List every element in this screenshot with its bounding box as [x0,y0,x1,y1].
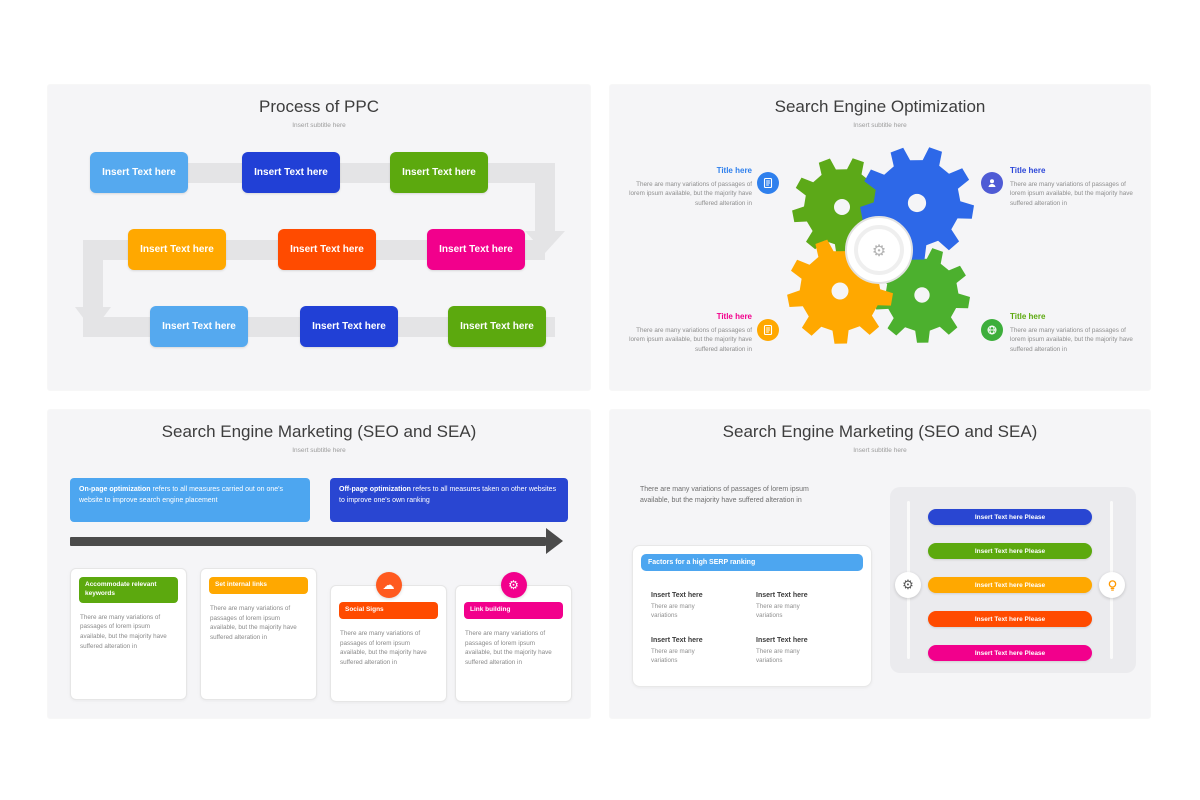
callout-title: Title here [1010,166,1046,175]
slide-title: Search Engine Marketing (SEO and SEA) [722,422,1038,441]
banner-text: refers to all measures carried out on on… [79,486,284,504]
lightbulb-icon [1099,572,1125,598]
seo-gears-graphic: ⚙ [787,147,974,344]
ppc-step-box[interactable]: Insert Text here [90,152,188,193]
slide-subtitle: Insert subtitle here [853,447,907,454]
ppc-step-box[interactable]: Insert Text here [300,306,398,347]
callout-title: Title here [716,166,752,175]
gear-hub-icon: ⚙ [872,243,886,260]
idea-icon [981,172,1003,194]
callout-title: Title here [716,312,752,321]
callout-body: There are many variations of passages of… [1010,181,1133,207]
seo-callout-top-right: Title here There are many variations of … [1010,165,1136,208]
arrow-head [546,528,563,554]
ppc-step-box[interactable]: Insert Text here [242,152,340,193]
slide-title: Process of PPC [259,97,379,116]
serp-item-title: Insert Text here [651,592,703,599]
sem-card-keywords[interactable]: Accommodate relevant keywords There are … [70,568,187,700]
serp-bars-panel: Insert Text here Please Insert Text here… [890,487,1136,673]
serp-bar[interactable]: Insert Text here Please [928,577,1092,593]
sem-card-link-building[interactable]: ⚙ Link building There are many variation… [455,572,572,702]
icon-glyph: ☁ [382,578,395,592]
banner-bold: On-page optimization [79,486,151,493]
slide-thumbnail-seo[interactable]: Search Engine Optimization Insert subtit… [610,85,1150,390]
serp-item-sub: There are many variations [756,647,800,664]
serp-item-title: Insert Text here [756,636,808,644]
callout-body: There are many variations of passages of… [629,327,752,353]
slide-subtitle: Insert subtitle here [853,122,907,129]
sem-card-internal-links[interactable]: Set internal links There are many variat… [200,568,317,700]
serp-item-sub: There are many variations [651,603,695,620]
ppc-step-box[interactable]: Insert Text here [390,152,488,193]
serp-bar[interactable]: Insert Text here Please [928,509,1092,525]
card-body: There are many variations of passages of… [80,613,167,650]
serp-item-title: Insert Text here [651,636,703,644]
onpage-banner: On-page optimization refers to all measu… [70,478,310,522]
slide-subtitle: Insert subtitle here [292,447,346,454]
ppc-step-box[interactable]: Insert Text here [448,306,546,347]
ppc-step-box[interactable]: Insert Text here [278,229,376,270]
offpage-banner: Off-page optimization refers to all meas… [330,478,568,522]
card-header: Social Signs [339,602,438,619]
seo-callout-bottom-left: Title here There are many variations of … [628,311,752,354]
serp-item: Insert Text here There are many variatio… [651,592,756,621]
cloud-icon: ☁ [375,572,402,598]
banner-text: refers to all measures taken on other we… [339,486,557,504]
slide-subtitle: Insert subtitle here [292,122,346,129]
sem-card-social-signs[interactable]: ☁ Social Signs There are many variations… [330,572,447,702]
slide-thumbnail-ppc[interactable]: Process of PPC Insert subtitle here Inse… [48,85,590,390]
slide-title: Search Engine Marketing (SEO and SEA) [161,422,477,441]
serp-item: Insert Text here There are many variatio… [756,592,861,621]
serp-item-sub: There are many variations [651,647,695,664]
serp-item: Insert Text here There are many variatio… [756,637,861,666]
card-header: Set internal links [209,577,308,594]
ppc-step-box[interactable]: Insert Text here [150,306,248,347]
checklist-icon [757,319,779,341]
ppc-step-box[interactable]: Insert Text here [128,229,226,270]
serp-item-title: Insert Text here [756,592,808,599]
intro-paragraph: There are many variations of passages of… [640,486,809,504]
ppc-step-box[interactable]: Insert Text here [427,229,525,270]
callout-body: There are many variations of passages of… [1010,327,1133,353]
card-header: Link building [464,602,563,619]
globe-icon [981,319,1003,341]
serp-item: Insert Text here There are many variatio… [651,637,756,666]
banner-bold: Off-page optimization [339,486,411,493]
direction-arrow [70,537,546,546]
seo-callout-top-left: Title here There are many variations of … [628,165,752,208]
icon-glyph: ⚙ [902,577,914,592]
report-icon [757,172,779,194]
gear-icon: ⚙ [895,572,921,598]
icon-glyph: ⚙ [508,578,519,592]
serp-card-header: Factors for a high SERP ranking [641,554,863,571]
serp-factors-card[interactable]: Factors for a high SERP ranking Insert T… [632,545,872,687]
slide-thumbnail-sem-serp[interactable]: Search Engine Marketing (SEO and SEA) In… [610,410,1150,718]
serp-items-grid: Insert Text here There are many variatio… [651,592,861,665]
card-body: There are many variations of passages of… [465,629,552,667]
card-body: There are many variations of passages of… [340,629,427,667]
slide-thumbnail-sem-cards[interactable]: Search Engine Marketing (SEO and SEA) In… [48,410,590,718]
serp-bar[interactable]: Insert Text here Please [928,645,1092,661]
serp-bar[interactable]: Insert Text here Please [928,543,1092,559]
slide-title: Search Engine Optimization [774,97,986,116]
callout-body: There are many variations of passages of… [629,181,752,207]
serp-item-sub: There are many variations [756,603,800,620]
callout-title: Title here [1010,312,1046,321]
card-body: There are many variations of passages of… [210,604,297,642]
seo-callout-bottom-right: Title here There are many variations of … [1010,311,1136,354]
gear-icon: ⚙ [500,572,527,598]
serp-bar[interactable]: Insert Text here Please [928,611,1092,627]
card-header: Accommodate relevant keywords [79,577,178,603]
